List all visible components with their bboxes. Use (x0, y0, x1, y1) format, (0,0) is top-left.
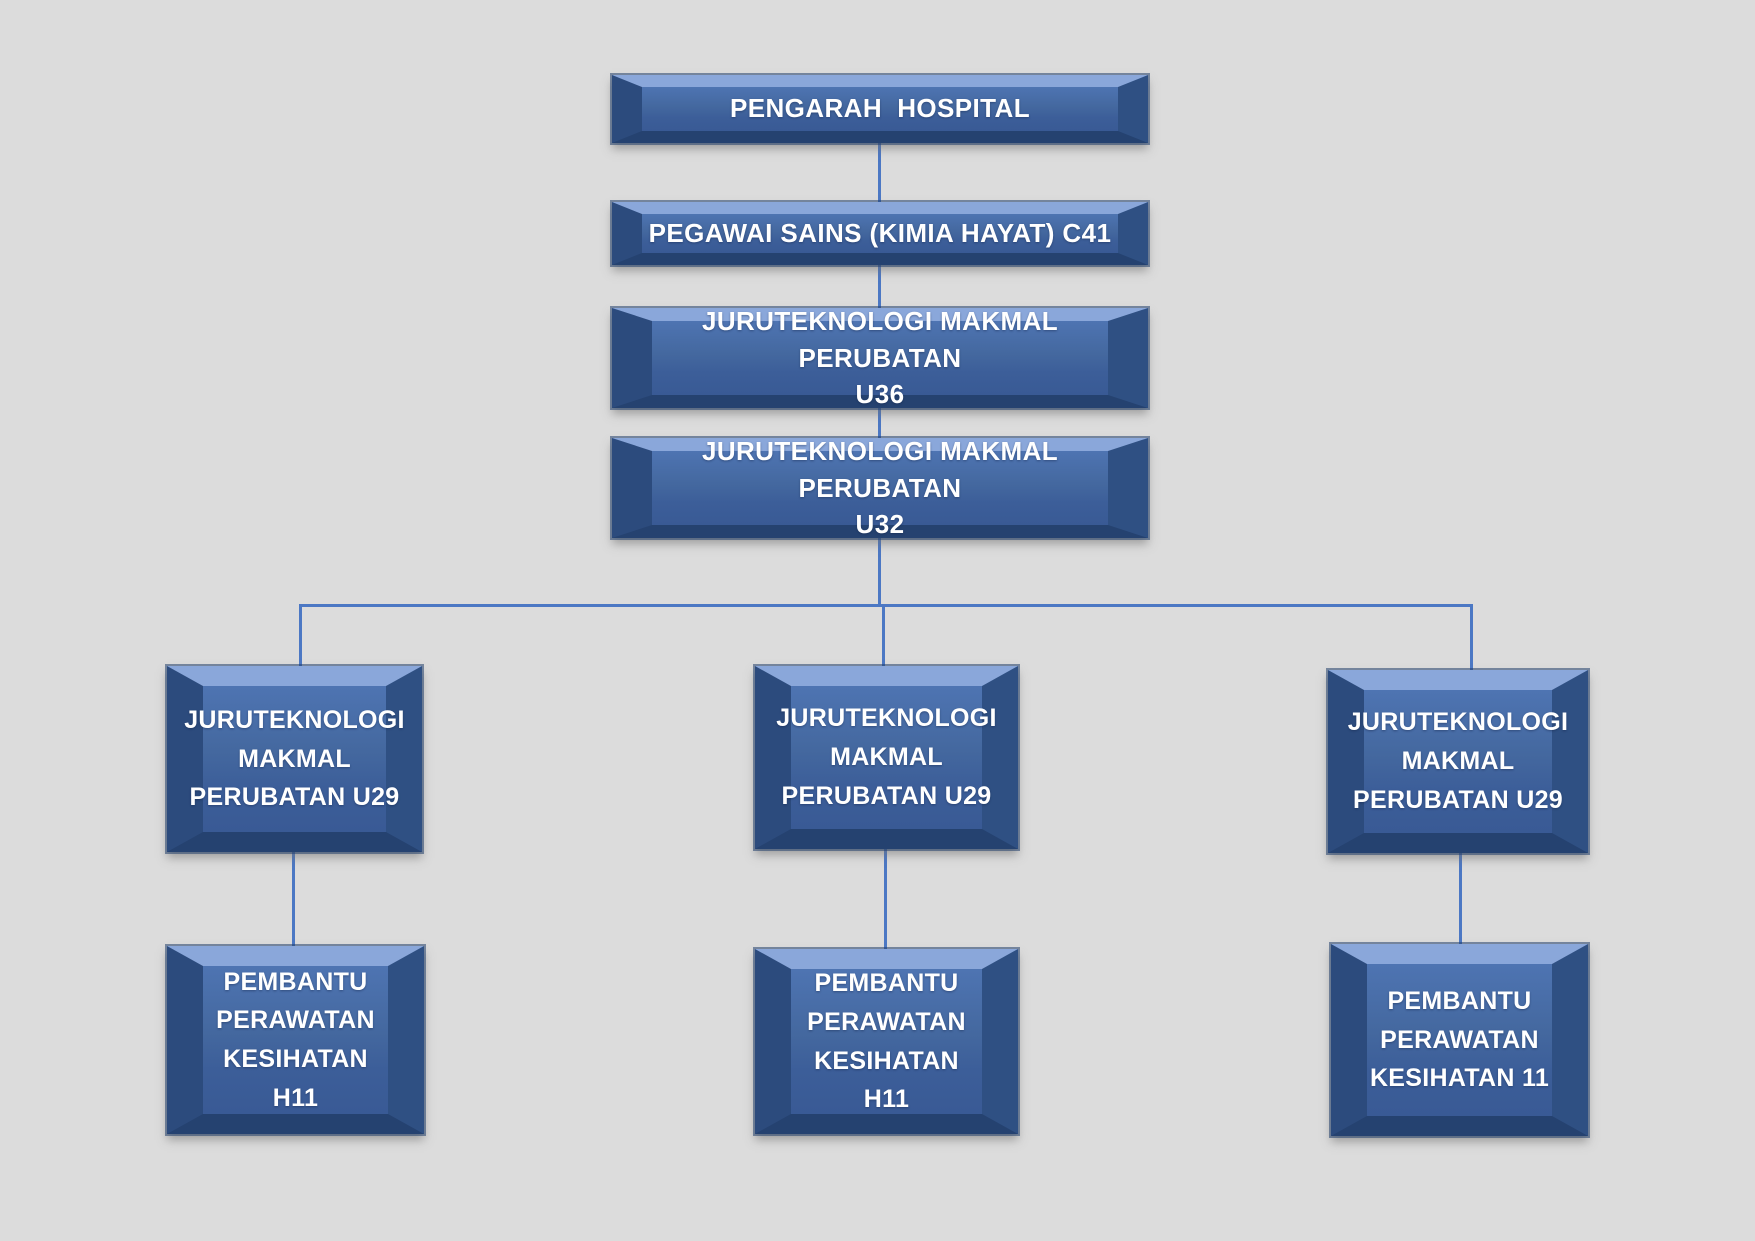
org-node-label: PEMBANTU PERAWATAN KESIHATAN H11 (807, 969, 966, 1114)
org-node-label: JURUTEKNOLOGI MAKMAL PERUBATAN U36 (701, 306, 1059, 410)
connector-drop-left (299, 604, 302, 666)
org-node-pembantu-h11-middle: PEMBANTU PERAWATAN KESIHATAN H11 (755, 949, 1018, 1134)
connector-pegawai-u36 (878, 265, 881, 308)
org-node-label: JURUTEKNOLOGI MAKMAL PERUBATAN U29 (184, 705, 405, 812)
org-node-juruteknologi-u29-left: JURUTEKNOLOGI MAKMAL PERUBATAN U29 (167, 666, 422, 852)
org-node-label: JURUTEKNOLOGI MAKMAL PERUBATAN U32 (701, 436, 1059, 540)
connector-drop-middle (882, 604, 885, 666)
connector-u29-ppk-middle (884, 849, 887, 949)
connector-u36-u32 (878, 408, 881, 438)
connector-drop-right (1470, 604, 1473, 670)
org-node-label: PENGARAH HOSPITAL (730, 93, 1030, 124)
org-node-pembantu-11-right: PEMBANTU PERAWATAN KESIHATAN 11 (1331, 944, 1588, 1136)
connector-u32-stem (878, 538, 881, 607)
org-node-juruteknologi-u32: JURUTEKNOLOGI MAKMAL PERUBATAN U32 (612, 436, 1148, 539)
org-node-label: PEMBANTU PERAWATAN KESIHATAN H11 (216, 967, 375, 1112)
org-node-label: PEGAWAI SAINS (KIMIA HAYAT) C41 (648, 217, 1112, 248)
org-node-juruteknologi-u29-middle: JURUTEKNOLOGI MAKMAL PERUBATAN U29 (755, 666, 1018, 849)
org-node-juruteknologi-u36: JURUTEKNOLOGI MAKMAL PERUBATAN U36 (612, 306, 1148, 409)
org-node-pegawai-sains-c41: PEGAWAI SAINS (KIMIA HAYAT) C41 (612, 202, 1148, 265)
connector-pengarah-pegawai (878, 143, 881, 202)
connector-branch-bar (299, 604, 1473, 607)
org-node-label: PEMBANTU PERAWATAN KESIHATAN 11 (1369, 986, 1550, 1093)
org-node-label: JURUTEKNOLOGI MAKMAL PERUBATAN U29 (1347, 708, 1569, 814)
org-node-label: JURUTEKNOLOGI MAKMAL PERUBATAN U29 (776, 704, 997, 810)
org-node-juruteknologi-u29-right: JURUTEKNOLOGI MAKMAL PERUBATAN U29 (1328, 670, 1588, 853)
org-node-pembantu-h11-left: PEMBANTU PERAWATAN KESIHATAN H11 (167, 946, 424, 1134)
connector-u29-ppk-right (1459, 853, 1462, 944)
connector-u29-ppk-left (292, 852, 295, 946)
org-node-pengarah-hospital: PENGARAH HOSPITAL (612, 75, 1148, 143)
